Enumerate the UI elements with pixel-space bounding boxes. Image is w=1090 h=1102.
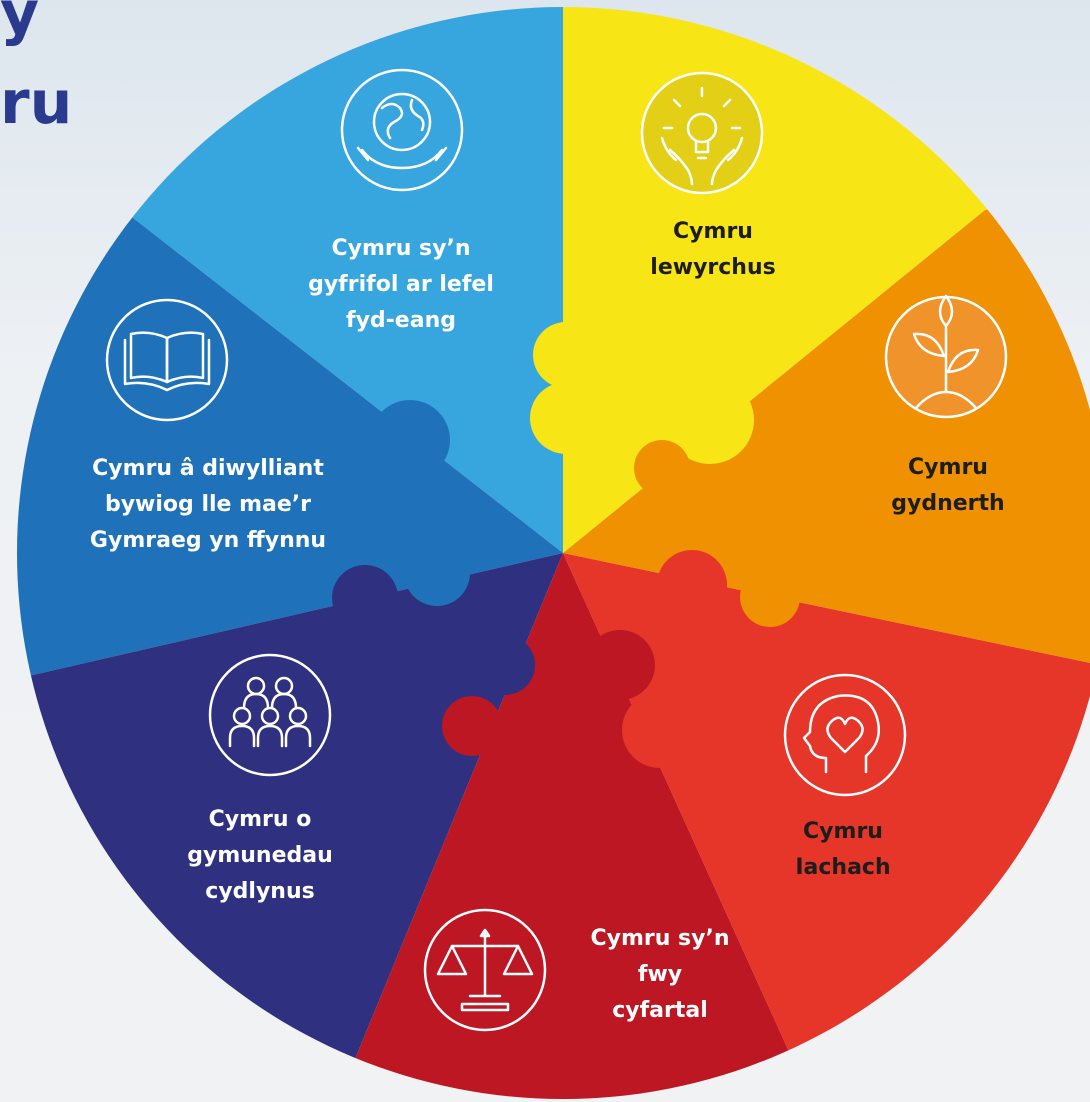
segment-label-line: lewyrchus — [650, 255, 775, 280]
head-heart-icon — [783, 673, 907, 797]
segment-label-equal: Cymru sy’n fwy cyfartal — [590, 926, 729, 1023]
segment-label-line: bywiog lle mae’r — [105, 492, 311, 517]
page-heading-line-1: y — [0, 0, 40, 48]
segment-label-global: Cymru sy’n gyfrifol ar lefel fyd-eang — [308, 236, 494, 333]
segment-label-line: fwy — [638, 962, 682, 987]
segment-label-line: Cymru — [673, 219, 753, 244]
knob-darkred-into-red — [585, 630, 655, 700]
segment-label-line: Cymru sy’n — [590, 926, 729, 951]
knob-navy-into-blue — [332, 565, 398, 631]
knob-yellow-into-blue — [533, 322, 599, 388]
segment-label-line: gymunedau — [187, 843, 333, 868]
segment-label-line: gyfrifol ar lefel — [308, 272, 494, 297]
knob-orange-into-red — [740, 567, 800, 627]
segment-label-line: cydlynus — [205, 879, 314, 904]
knob-yellow-into-orange — [666, 376, 754, 464]
plant-sprout-icon — [884, 294, 1008, 419]
segment-label-line: Cymru sy’n — [331, 236, 470, 261]
segment-label-line: Cymru o — [209, 807, 312, 832]
knob-yellow-low — [530, 382, 602, 454]
segment-label-line: Cymru â diwylliant — [92, 456, 324, 481]
lightbulb-hands-icon — [640, 71, 764, 195]
knob-red-into-orange — [657, 550, 727, 620]
globe-in-hand-icon — [340, 68, 464, 192]
knob-darkred-into-navy — [442, 696, 502, 756]
knob-navy-into-darkred — [475, 635, 535, 695]
segment-label-communities: Cymru o gymunedau cydlynus — [187, 807, 333, 904]
segment-label-line: gydnerth — [891, 491, 1004, 516]
segment-equal[interactable] — [330, 553, 820, 1102]
knob-blue-into-lightblue — [370, 400, 450, 480]
people-group-icon — [208, 653, 332, 777]
knob-blue-lower — [404, 540, 470, 606]
segment-label-line: Cymru — [803, 819, 883, 844]
segment-label-line: Cymru — [908, 455, 988, 480]
open-book-icon — [105, 298, 229, 422]
segment-label-resilient: Cymru gydnerth — [891, 455, 1004, 516]
segment-label-line: Iachach — [795, 855, 890, 880]
knob-orange-into-yellow — [634, 440, 690, 496]
knob-red-into-darkred — [622, 692, 698, 768]
page-heading-line-2: ru — [0, 68, 73, 138]
segment-label-line: fyd-eang — [346, 308, 456, 333]
segment-label-prosperous: Cymru lewyrchus — [650, 219, 775, 280]
segment-label-line: cyfartal — [612, 998, 708, 1023]
balance-scales-icon — [423, 908, 547, 1032]
segment-label-line: Gymraeg yn ffynnu — [90, 528, 326, 553]
